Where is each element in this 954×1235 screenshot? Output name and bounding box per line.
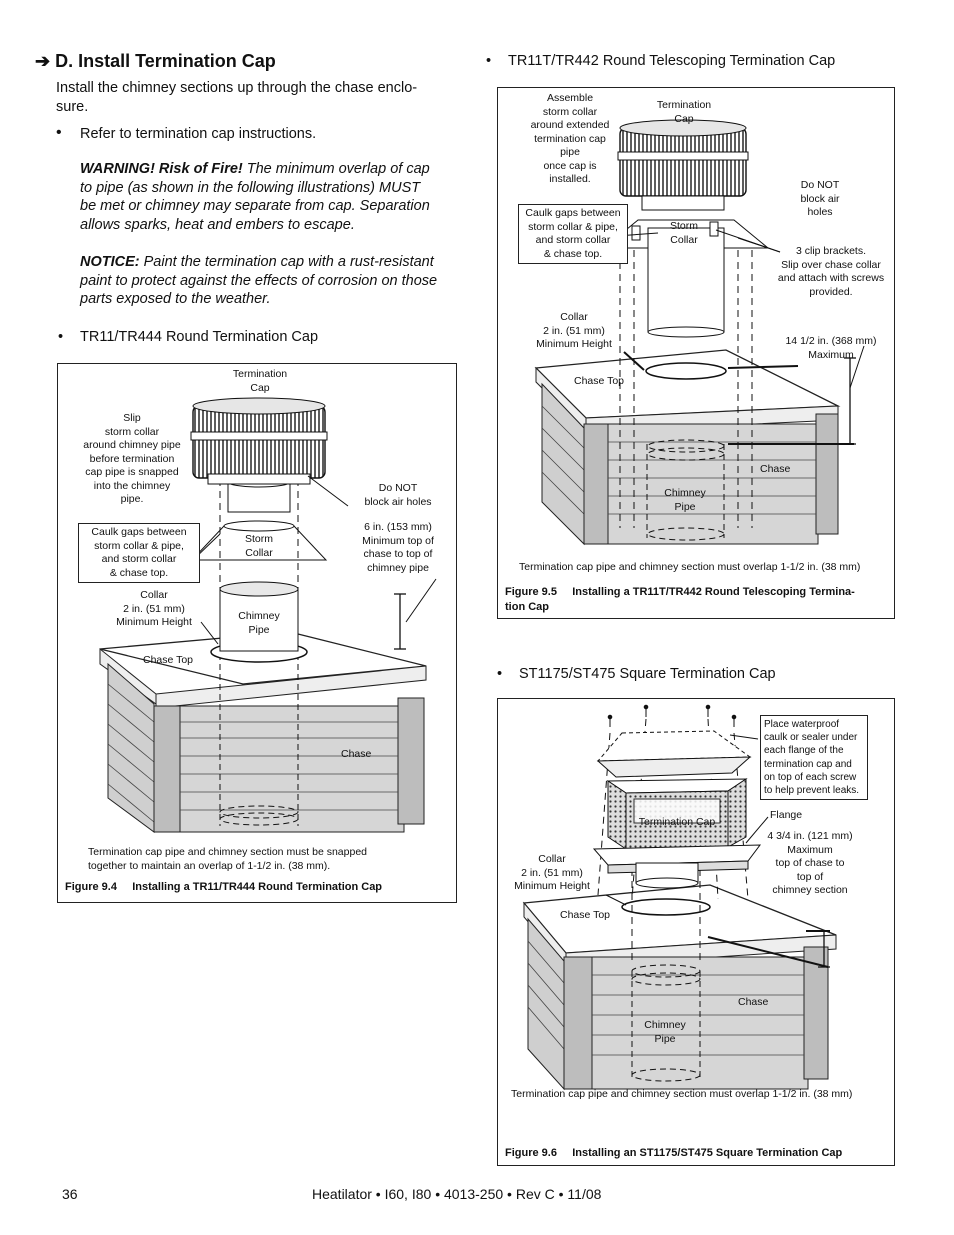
figure-9-6-illustration [522, 704, 837, 1091]
fig94-note: Termination cap pipe and chimney section… [88, 846, 367, 872]
fig95-chase-top-label: Chase Top [574, 375, 625, 387]
fig95-note: Termination cap pipe and chimney section… [519, 561, 861, 573]
arrow-icon: ➔ [35, 51, 51, 71]
fig96-note: Termination cap pipe and chimney section… [511, 1088, 853, 1100]
fig95-caption: Figure 9.5 Installing a TR11T/TR442 Roun… [505, 586, 855, 613]
notice-text: NOTICE: Paint the termination cap with a… [80, 254, 438, 307]
fig94-caption: Figure 9.4 Installing a TR11/TR444 Round… [65, 881, 383, 893]
intro-text: Install the chimney sections up through … [56, 80, 418, 115]
fig96-termination-cap-label: Termination Cap [638, 816, 716, 828]
fig95-max-label: 14 1/2 in. (368 mm)Maximum [785, 335, 877, 361]
fig96-flange-label: Flange [770, 809, 803, 821]
fig96-chase-top-label: Chase Top [560, 909, 611, 921]
section-heading: ➔ D. Install Termination Cap [35, 51, 276, 72]
fig94-chase-top-label: Chase Top [143, 654, 194, 666]
fig95-chase-label: Chase [760, 463, 791, 475]
fig94-min-top-label: 6 in. (153 mm)Minimum top of chase to to… [362, 521, 434, 574]
section-title: D. Install Termination Cap [55, 51, 276, 71]
footer-doc-info: Heatilator • I60, I80 • 4013-250 • Rev C… [312, 1186, 602, 1202]
fig95-clips-label: 3 clip brackets.Slip over chase collar a… [777, 245, 885, 298]
page-number: 36 [62, 1186, 78, 1202]
fig96-chase-label: Chase [738, 996, 769, 1008]
figure-9-4-illustration [99, 397, 437, 833]
fig96-caption: Figure 9.6 Installing an ST1175/ST475 Sq… [505, 1147, 843, 1159]
warning-text: WARNING! Risk of Fire! The minimum overl… [80, 161, 430, 233]
figure-9-5-illustration [534, 119, 865, 546]
fig94-chase-label: Chase [341, 748, 372, 760]
